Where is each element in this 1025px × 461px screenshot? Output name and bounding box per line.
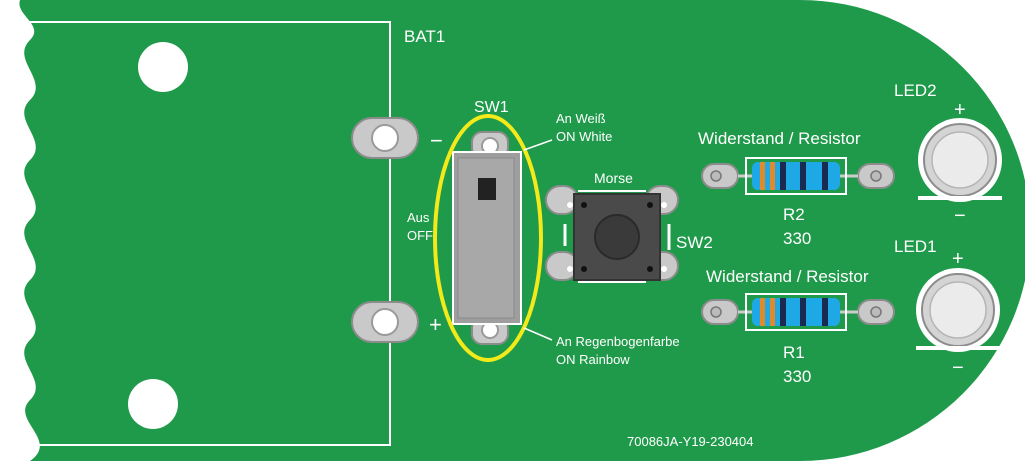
r2-value: 330 (783, 229, 811, 248)
sw1-label: SW1 (474, 99, 509, 116)
led1 (916, 268, 1000, 352)
sw2-label: SW2 (676, 233, 713, 252)
led2-label: LED2 (894, 81, 937, 100)
led1-plus-label: + (952, 248, 964, 270)
off-label-de: Aus (407, 210, 430, 225)
resistor-r2 (701, 157, 895, 195)
led1-minus-label: − (952, 357, 964, 379)
led2 (918, 118, 1002, 202)
on-white-label-de: An Weiß (556, 111, 606, 126)
sw1-highlight-ring (433, 114, 543, 362)
resistor-bottom-label: Widerstand / Resistor (706, 267, 869, 286)
mounting-hole-bottom (128, 379, 178, 429)
on-rainbow-leader (523, 327, 553, 341)
bat-plus-label: + (429, 312, 442, 337)
board-code: 70086JA-Y19-230404 (627, 434, 754, 449)
slide-switch-sw1 (452, 131, 522, 345)
on-rainbow-label-en: ON Rainbow (556, 352, 630, 367)
push-button-sw2 (545, 185, 679, 283)
r1-value: 330 (783, 367, 811, 386)
battery-pad-negative (351, 117, 419, 159)
off-label-en: OFF (407, 228, 433, 243)
r2-label: R2 (783, 205, 805, 224)
resistor-top-label: Widerstand / Resistor (698, 129, 861, 148)
battery-pad-positive (351, 301, 419, 343)
led2-plus-label: + (954, 99, 966, 121)
on-white-label-en: ON White (556, 129, 612, 144)
resistor-r1 (701, 293, 895, 331)
on-white-leader (523, 139, 553, 151)
led2-minus-label: − (954, 205, 966, 227)
led1-label: LED1 (894, 237, 937, 256)
morse-label: Morse (594, 170, 633, 186)
on-rainbow-label-de: An Regenbogenfarbe (556, 334, 680, 349)
bat-minus-label: − (430, 128, 443, 153)
mounting-hole-top (138, 42, 188, 92)
bat1-label: BAT1 (404, 27, 445, 46)
pcb-board (19, 0, 1025, 461)
battery-outline (0, 21, 391, 446)
r1-label: R1 (783, 343, 805, 362)
